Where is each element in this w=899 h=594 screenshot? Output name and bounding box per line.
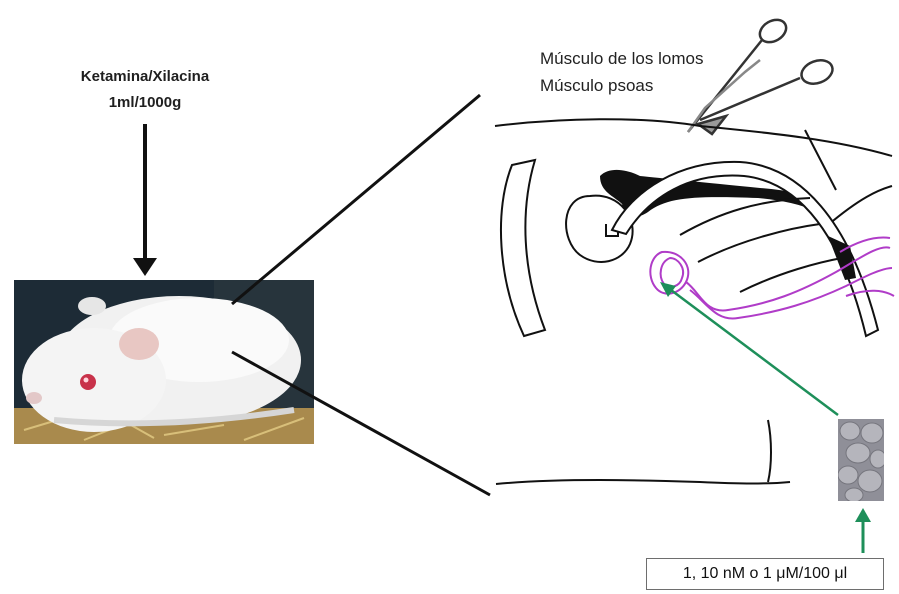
back-line (495, 119, 892, 156)
green-arrow-ovary (660, 282, 838, 415)
scissors-icon (688, 15, 836, 134)
concentration-box: 1, 10 nM o 1 μM/100 μl (646, 558, 884, 590)
zoom-line-bottom (232, 352, 490, 495)
tissue-micrograph (838, 419, 884, 501)
green-arrow-up (855, 508, 871, 553)
rib-arc (501, 160, 545, 336)
injection-arrow (133, 124, 157, 276)
lower-outline (496, 480, 790, 484)
zoom-line-top (232, 95, 480, 304)
concentration-label: 1, 10 nM o 1 μM/100 μl (683, 565, 847, 582)
